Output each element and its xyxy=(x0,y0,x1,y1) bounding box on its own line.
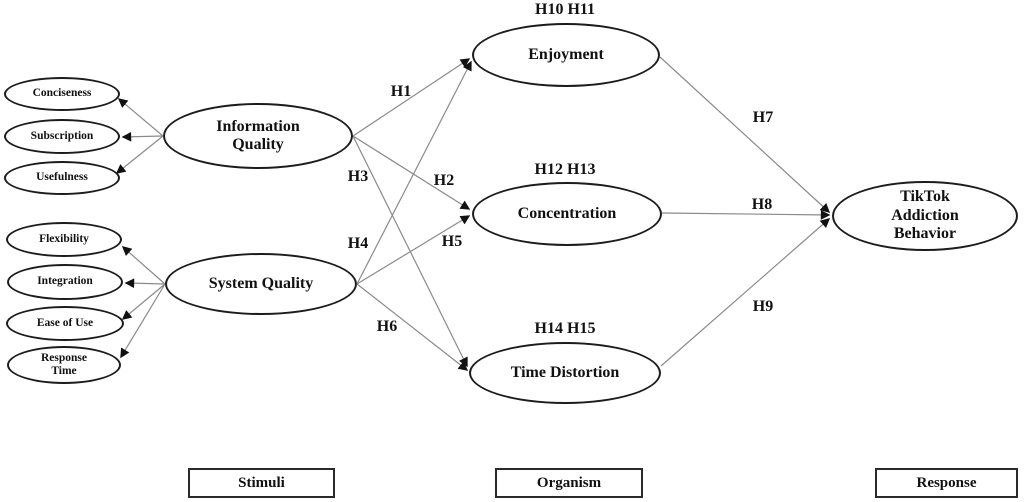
node-information-quality: Information Quality xyxy=(163,103,353,169)
hypothesis-label-h4: H4 xyxy=(347,235,369,252)
node-flexibility: Flexibility xyxy=(6,222,122,257)
category-box-stimuli: Stimuli xyxy=(188,468,335,498)
hypothesis-label-h3: H3 xyxy=(347,168,369,185)
hypothesis-label-h6: H6 xyxy=(376,318,398,335)
node-usefulness: Usefulness xyxy=(4,161,120,195)
edge-iq-usefulness xyxy=(115,135,164,174)
edge-h1-line xyxy=(352,58,471,137)
node-concentration: Concentration xyxy=(472,182,662,246)
node-time-distortion: Time Distortion xyxy=(469,342,661,404)
edge-iq-subscription xyxy=(121,131,164,142)
category-box-organism: Organism xyxy=(495,468,643,498)
edge-h3-line xyxy=(352,135,468,368)
hypothesis-label-h5: H5 xyxy=(441,233,463,250)
edge-h7-line xyxy=(659,56,831,213)
node-subscription: Subscription xyxy=(4,119,120,154)
hypothesis-label-h8: H8 xyxy=(751,196,773,213)
edge-h5-line xyxy=(356,215,471,285)
edge-h9-line xyxy=(660,218,831,367)
hypothesis-label-h14-h15: H14 H15 xyxy=(534,320,596,337)
node-response-time: Response Time xyxy=(7,346,121,384)
hypothesis-label-h12-h13: H12 H13 xyxy=(534,161,596,178)
edge-h6-line xyxy=(356,283,469,371)
hypothesis-label-h9: H9 xyxy=(752,298,774,315)
edge-sq-ease-of-use xyxy=(121,283,166,320)
edge-h2-line xyxy=(352,135,471,210)
edge-sq-integration xyxy=(124,278,166,289)
hypothesis-label-h10-h11: H10 H11 xyxy=(534,1,596,18)
hypothesis-label-h2: H2 xyxy=(433,172,455,189)
node-integration: Integration xyxy=(7,264,123,300)
edge-sq-flexibility xyxy=(121,246,166,285)
edge-sq-response-time xyxy=(120,283,166,359)
node-tiktok-addiction-behavior: TikTok Addiction Behavior xyxy=(832,181,1018,251)
edge-h8-line xyxy=(661,210,831,220)
hypothesis-label-h1: H1 xyxy=(390,83,412,100)
node-system-quality: System Quality xyxy=(165,253,357,315)
node-conciseness: Conciseness xyxy=(4,77,120,111)
edge-h4-line xyxy=(356,60,472,285)
hypothesis-label-h7: H7 xyxy=(752,109,774,126)
node-ease-of-use: Ease of Use xyxy=(6,306,124,341)
category-box-response: Response xyxy=(875,468,1018,498)
edge-iq-conciseness xyxy=(117,98,164,137)
node-enjoyment: Enjoyment xyxy=(472,23,660,87)
